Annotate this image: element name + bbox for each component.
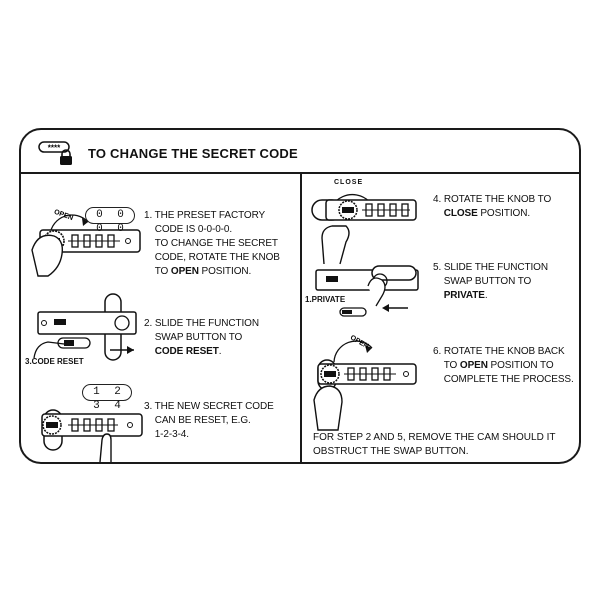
open-label: OPEN — [53, 209, 74, 222]
step-line: 1-2-3-4. — [154, 429, 189, 440]
padlock-with-code-icon: **** — [38, 141, 72, 165]
close-arc-label: CLOSE — [334, 179, 364, 186]
instruction-panel — [19, 128, 581, 464]
step-number: 1. — [144, 210, 153, 221]
step-line: . — [218, 346, 222, 357]
step-line: CAN BE RESET, E.G. — [154, 415, 251, 426]
open-arc-label-1: OPEN — [53, 209, 74, 222]
step-line: ROTATE THE KNOB BACK — [443, 346, 565, 357]
open-arc-label-6: OPEN — [349, 334, 370, 350]
step-line: SWAP BUTTON TO — [154, 332, 243, 343]
step-4-text: 4. ROTATE THE KNOB TO CLOSE POSITION. — [433, 193, 593, 221]
step-number: 2. — [144, 318, 153, 329]
step-line: SLIDE THE FUNCTION — [443, 262, 548, 273]
step-line: POSITION. — [477, 208, 531, 219]
step-line: COMPLETE THE PROCESS. — [443, 374, 574, 385]
step-line: TO CHANGE THE SECRET — [154, 238, 278, 249]
step-keyword: OPEN — [170, 266, 199, 277]
step6-illustration — [313, 340, 417, 431]
step-line: SWAP BUTTON TO — [443, 276, 532, 287]
step-line: CODE IS 0-0-0-0. — [154, 224, 233, 235]
column-divider — [300, 174, 302, 462]
step-keyword: CLOSE — [443, 208, 478, 219]
step-line: THE PRESET FACTORY — [154, 210, 266, 221]
step-5-text: 5. SLIDE THE FUNCTION SWAP BUTTON TO PRI… — [433, 261, 593, 303]
step-line: SLIDE THE FUNCTION — [154, 318, 259, 329]
step-1-text: 1. THE PRESET FACTORY CODE IS 0-0-0-0. T… — [144, 209, 304, 279]
step-keyword: CODE RESET — [154, 346, 219, 357]
step-line: TO — [443, 360, 460, 371]
step5-illustration — [315, 265, 419, 317]
step-number: 6. — [433, 346, 442, 357]
step3-illustration — [41, 409, 143, 463]
code-reset-label: 3.CODE RESET — [25, 357, 84, 366]
step-number: 5. — [433, 262, 442, 273]
step-2-text: 2. SLIDE THE FUNCTION SWAP BUTTON TO COD… — [144, 317, 304, 359]
footnote: FOR STEP 2 AND 5, REMOVE THE CAM SHOULD … — [313, 432, 556, 457]
page-title: TO CHANGE THE SECRET CODE — [88, 146, 298, 161]
step4-illustration — [311, 193, 417, 265]
step-line: ROTATE THE KNOB TO — [443, 194, 552, 205]
step-6-text: 6. ROTATE THE KNOB BACK TO OPEN POSITION… — [433, 345, 583, 387]
step-line: POSITION. — [198, 266, 252, 277]
step-line: THE NEW SECRET CODE — [154, 401, 274, 412]
step-line: . — [484, 290, 488, 301]
step-number: 3. — [144, 401, 153, 412]
step-number: 4. — [433, 194, 442, 205]
step-line: POSITION TO — [487, 360, 554, 371]
step1-illustration — [31, 214, 141, 277]
step-keyword: PRIVATE — [443, 290, 485, 301]
step-line: CODE, ROTATE THE KNOB — [154, 252, 280, 263]
open-label: OPEN — [349, 334, 370, 350]
step-3-text: 3. THE NEW SECRET CODE CAN BE RESET, E.G… — [144, 400, 304, 442]
private-label: 1.PRIVATE — [305, 295, 346, 304]
step2-illustration — [33, 293, 137, 361]
header-divider — [19, 172, 581, 174]
code-display-factory: 0 0 0 0 — [85, 207, 135, 235]
code-display-new: 1 2 3 4 — [82, 384, 132, 412]
step-keyword: OPEN — [459, 360, 488, 371]
icon-code-text: **** — [48, 144, 61, 153]
step-line: TO — [154, 266, 171, 277]
